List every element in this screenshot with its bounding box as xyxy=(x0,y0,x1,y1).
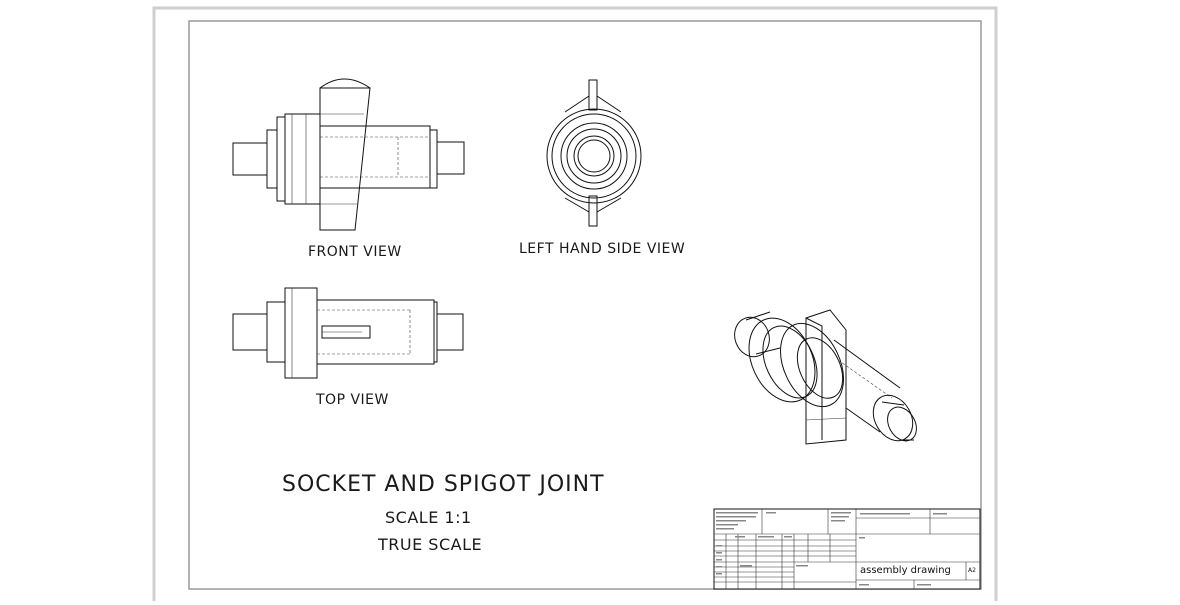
title-block-sheet-size: A2 xyxy=(968,567,976,574)
drawing-scale-note: TRUE SCALE xyxy=(378,535,483,554)
left-side-view-label: LEFT HAND SIDE VIEW xyxy=(519,241,686,257)
left-side-view-drawing xyxy=(546,79,642,227)
title-block-lines xyxy=(713,508,981,590)
drawing-scale: SCALE 1:1 xyxy=(385,508,472,527)
drawing-title: SOCKET AND SPIGOT JOINT xyxy=(282,472,605,497)
sheet-border xyxy=(152,6,998,605)
front-view-label: FRONT VIEW xyxy=(308,244,402,260)
front-view-drawing xyxy=(232,78,465,231)
top-view-label: TOP VIEW xyxy=(316,392,389,408)
isometric-view-drawing xyxy=(734,309,917,445)
top-view-drawing xyxy=(232,287,464,379)
title-block-drawing-name: assembly drawing xyxy=(860,565,951,576)
